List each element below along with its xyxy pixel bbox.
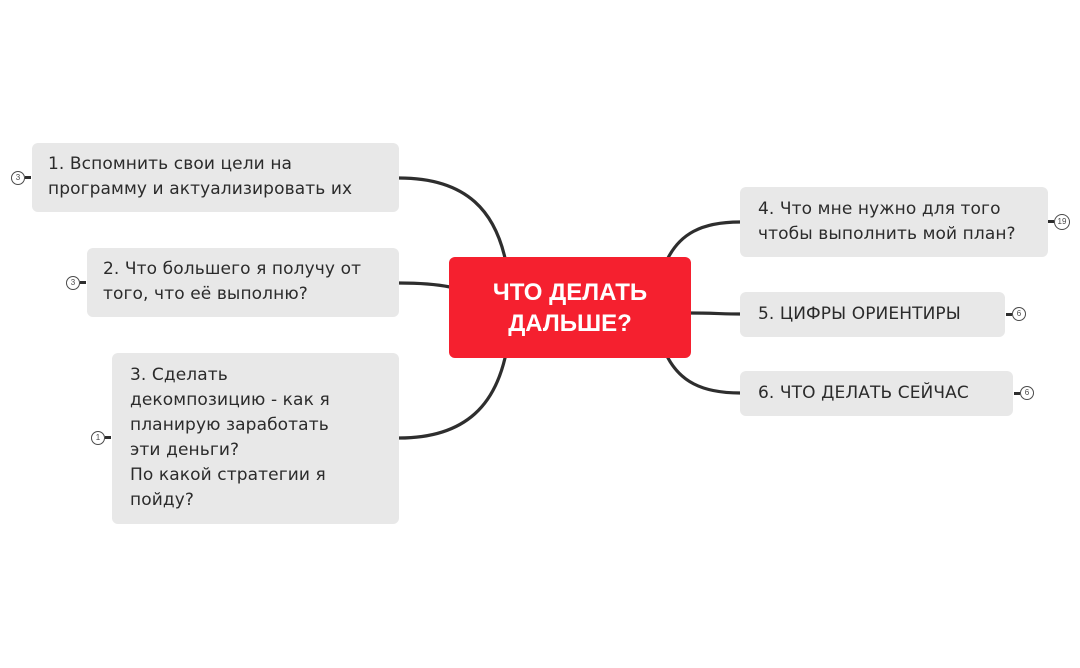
collapse-badge-1[interactable]: 3 xyxy=(11,171,25,185)
collapse-count-1: 3 xyxy=(15,173,21,182)
collapse-badge-2[interactable]: 3 xyxy=(66,276,80,290)
badge-stub-3 xyxy=(105,436,111,439)
collapse-count-4: 19 xyxy=(1057,217,1067,226)
badge-stub-5 xyxy=(1006,313,1012,316)
collapse-badge-3[interactable]: 1 xyxy=(91,431,105,445)
central-topic[interactable]: ЧТО ДЕЛАТЬ ДАЛЬШЕ? xyxy=(449,257,691,358)
connector-topic-5 xyxy=(688,311,742,316)
badge-stub-1 xyxy=(25,176,31,179)
collapse-count-6: 6 xyxy=(1024,388,1030,397)
badge-stub-2 xyxy=(80,281,86,284)
collapse-badge-6[interactable]: 6 xyxy=(1020,386,1034,400)
topic-node-2[interactable]: 2. Что большего я получу от того, что её… xyxy=(87,248,399,317)
connector-topic-3 xyxy=(397,356,507,440)
topic-node-3[interactable]: 3. Сделать декомпозицию - как я планирую… xyxy=(112,353,399,524)
topic-node-4[interactable]: 4. Что мне нужно для того чтобы выполнит… xyxy=(740,187,1048,257)
topic-label-5: 5. ЦИФРЫ ОРИЕНТИРЫ xyxy=(758,304,961,324)
connector-topic-2 xyxy=(397,281,452,289)
topic-label-3: 3. Сделать декомпозицию - как я планирую… xyxy=(130,365,330,510)
badge-stub-6 xyxy=(1014,392,1020,395)
topic-node-1[interactable]: 1. Вспомнить свои цели на программу и ак… xyxy=(32,143,399,212)
collapse-count-5: 6 xyxy=(1016,309,1022,318)
topic-label-4: 4. Что мне нужно для того чтобы выполнит… xyxy=(758,199,1016,244)
collapse-badge-4[interactable]: 19 xyxy=(1054,214,1070,230)
topic-node-5[interactable]: 5. ЦИФРЫ ОРИЕНТИРЫ xyxy=(740,292,1005,337)
topic-node-6[interactable]: 6. ЧТО ДЕЛАТЬ СЕЙЧАС xyxy=(740,371,1013,416)
collapse-count-2: 3 xyxy=(70,278,76,287)
connector-topic-4 xyxy=(666,220,742,260)
collapse-badge-5[interactable]: 6 xyxy=(1012,307,1026,321)
connector-topic-1 xyxy=(397,176,507,260)
central-topic-label: ЧТО ДЕЛАТЬ ДАЛЬШЕ? xyxy=(492,278,648,337)
badge-stub-4 xyxy=(1048,220,1054,223)
connector-topic-6 xyxy=(666,356,742,395)
topic-label-1: 1. Вспомнить свои цели на программу и ак… xyxy=(48,154,353,199)
topic-label-2: 2. Что большего я получу от того, что её… xyxy=(103,259,362,304)
collapse-count-3: 1 xyxy=(95,433,101,442)
topic-label-6: 6. ЧТО ДЕЛАТЬ СЕЙЧАС xyxy=(758,383,969,403)
